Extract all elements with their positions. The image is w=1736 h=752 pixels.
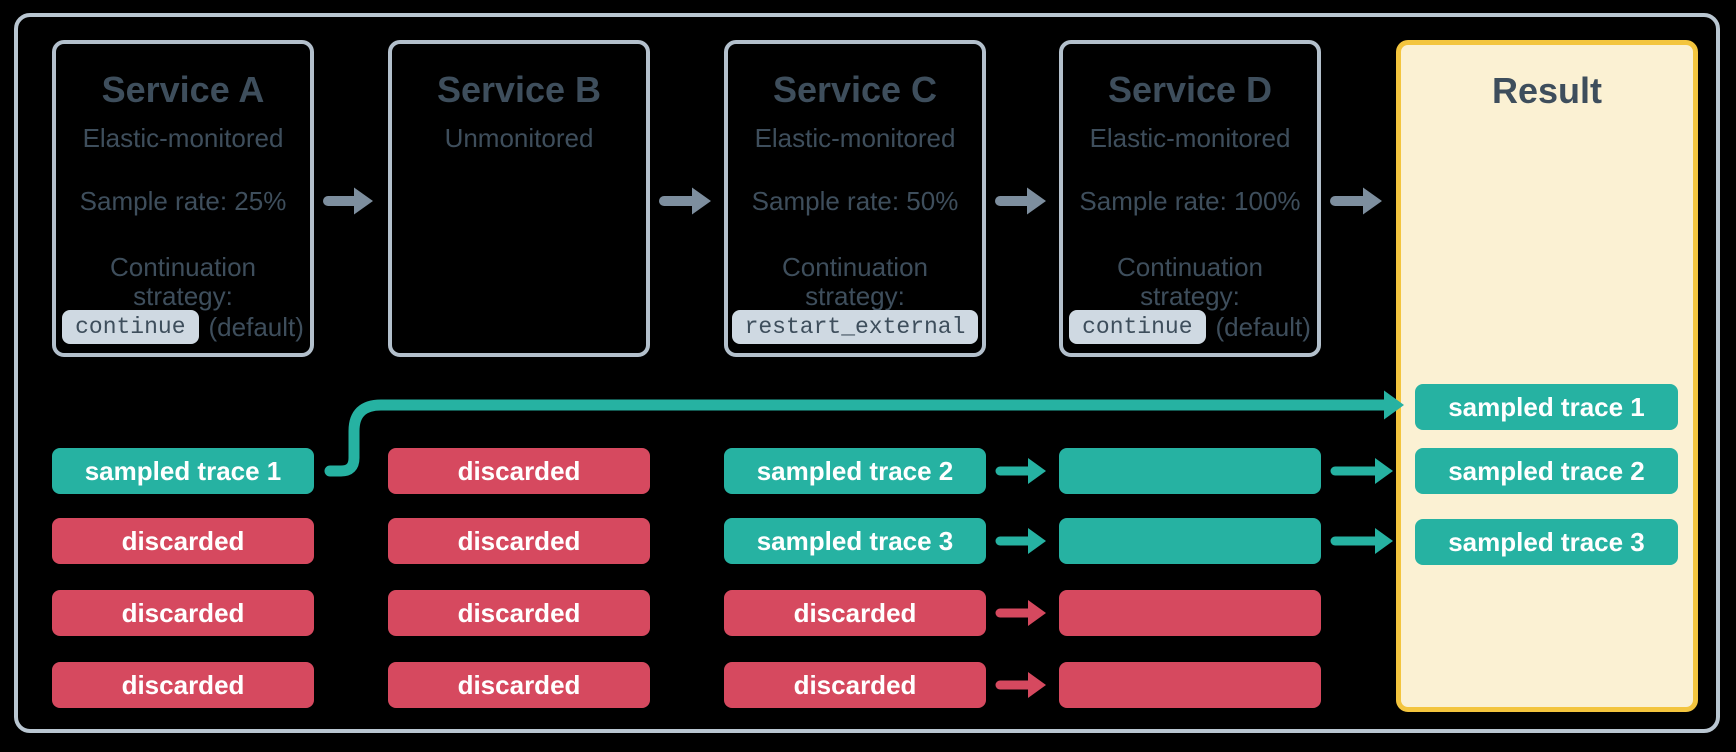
service-d-box: Service D Elastic-monitored Sample rate:… bbox=[1059, 40, 1321, 357]
service-a-strategy-row: continue (default) bbox=[56, 306, 310, 345]
service-a-monitoring-label: Elastic-monitored bbox=[82, 123, 284, 153]
service-c-monitoring-label: Elastic-monitored bbox=[754, 123, 956, 153]
service-c-strategy-row: restart_external bbox=[728, 306, 982, 345]
service-c-strategy-code-chip: restart_external bbox=[731, 310, 979, 345]
service-a-sample-rate-label: Sample rate: 25% bbox=[79, 186, 287, 216]
trace-pill: discarded bbox=[52, 518, 314, 564]
trace-pill: discarded bbox=[52, 662, 314, 708]
service-a-box: Service A Elastic-monitored Sample rate:… bbox=[52, 40, 314, 357]
service-b-monitoring-label: Unmonitored bbox=[444, 123, 594, 153]
service-c-strategy-label: strategy: bbox=[805, 281, 905, 311]
diagram-frame bbox=[14, 13, 1720, 733]
service-c-sample-rate-label: Sample rate: 50% bbox=[751, 186, 959, 216]
trace-pill: discarded bbox=[388, 662, 650, 708]
service-d-strategy-code-chip: continue bbox=[1069, 310, 1206, 345]
service-d-strategy-label: strategy: bbox=[1140, 281, 1240, 311]
trace-pill-unlabeled bbox=[1059, 662, 1321, 708]
service-c-continuation-label: Continuation bbox=[782, 252, 928, 282]
service-c-title: Service C bbox=[772, 69, 938, 110]
service-c-box: Service C Elastic-monitored Sample rate:… bbox=[724, 40, 986, 357]
trace-pill: discarded bbox=[724, 662, 986, 708]
service-b-box: Service B Unmonitored bbox=[388, 40, 650, 357]
service-d-strategy-default-suffix: (default) bbox=[1215, 312, 1311, 343]
service-b-title: Service B bbox=[436, 69, 602, 110]
trace-pill: discarded bbox=[388, 590, 650, 636]
trace-pill: sampled trace 1 bbox=[52, 448, 314, 494]
service-a-strategy-default-suffix: (default) bbox=[208, 312, 304, 343]
service-d-monitoring-label: Elastic-monitored bbox=[1089, 123, 1291, 153]
service-d-strategy-row: continue (default) bbox=[1063, 306, 1317, 345]
trace-pill: discarded bbox=[52, 590, 314, 636]
service-a-strategy-label: strategy: bbox=[133, 281, 233, 311]
trace-pill-unlabeled bbox=[1059, 448, 1321, 494]
trace-pill: discarded bbox=[388, 448, 650, 494]
result-pill-sampled-trace-1: sampled trace 1 bbox=[1415, 384, 1678, 430]
result-pill-sampled-trace-3: sampled trace 3 bbox=[1415, 519, 1678, 565]
service-d-sample-rate-label: Sample rate: 100% bbox=[1079, 186, 1301, 216]
result-box: Result bbox=[1396, 40, 1698, 712]
trace-pill: discarded bbox=[388, 518, 650, 564]
result-pill-sampled-trace-2: sampled trace 2 bbox=[1415, 448, 1678, 494]
trace-pill: sampled trace 3 bbox=[724, 518, 986, 564]
trace-pill-unlabeled bbox=[1059, 590, 1321, 636]
service-a-title: Service A bbox=[101, 69, 265, 110]
service-d-title: Service D bbox=[1107, 69, 1273, 110]
trace-pill: sampled trace 2 bbox=[724, 448, 986, 494]
service-a-strategy-code-chip: continue bbox=[62, 310, 199, 345]
service-a-continuation-label: Continuation bbox=[110, 252, 256, 282]
service-d-continuation-label: Continuation bbox=[1117, 252, 1263, 282]
trace-pill-unlabeled bbox=[1059, 518, 1321, 564]
result-title: Result bbox=[1491, 70, 1603, 111]
trace-pill: discarded bbox=[724, 590, 986, 636]
